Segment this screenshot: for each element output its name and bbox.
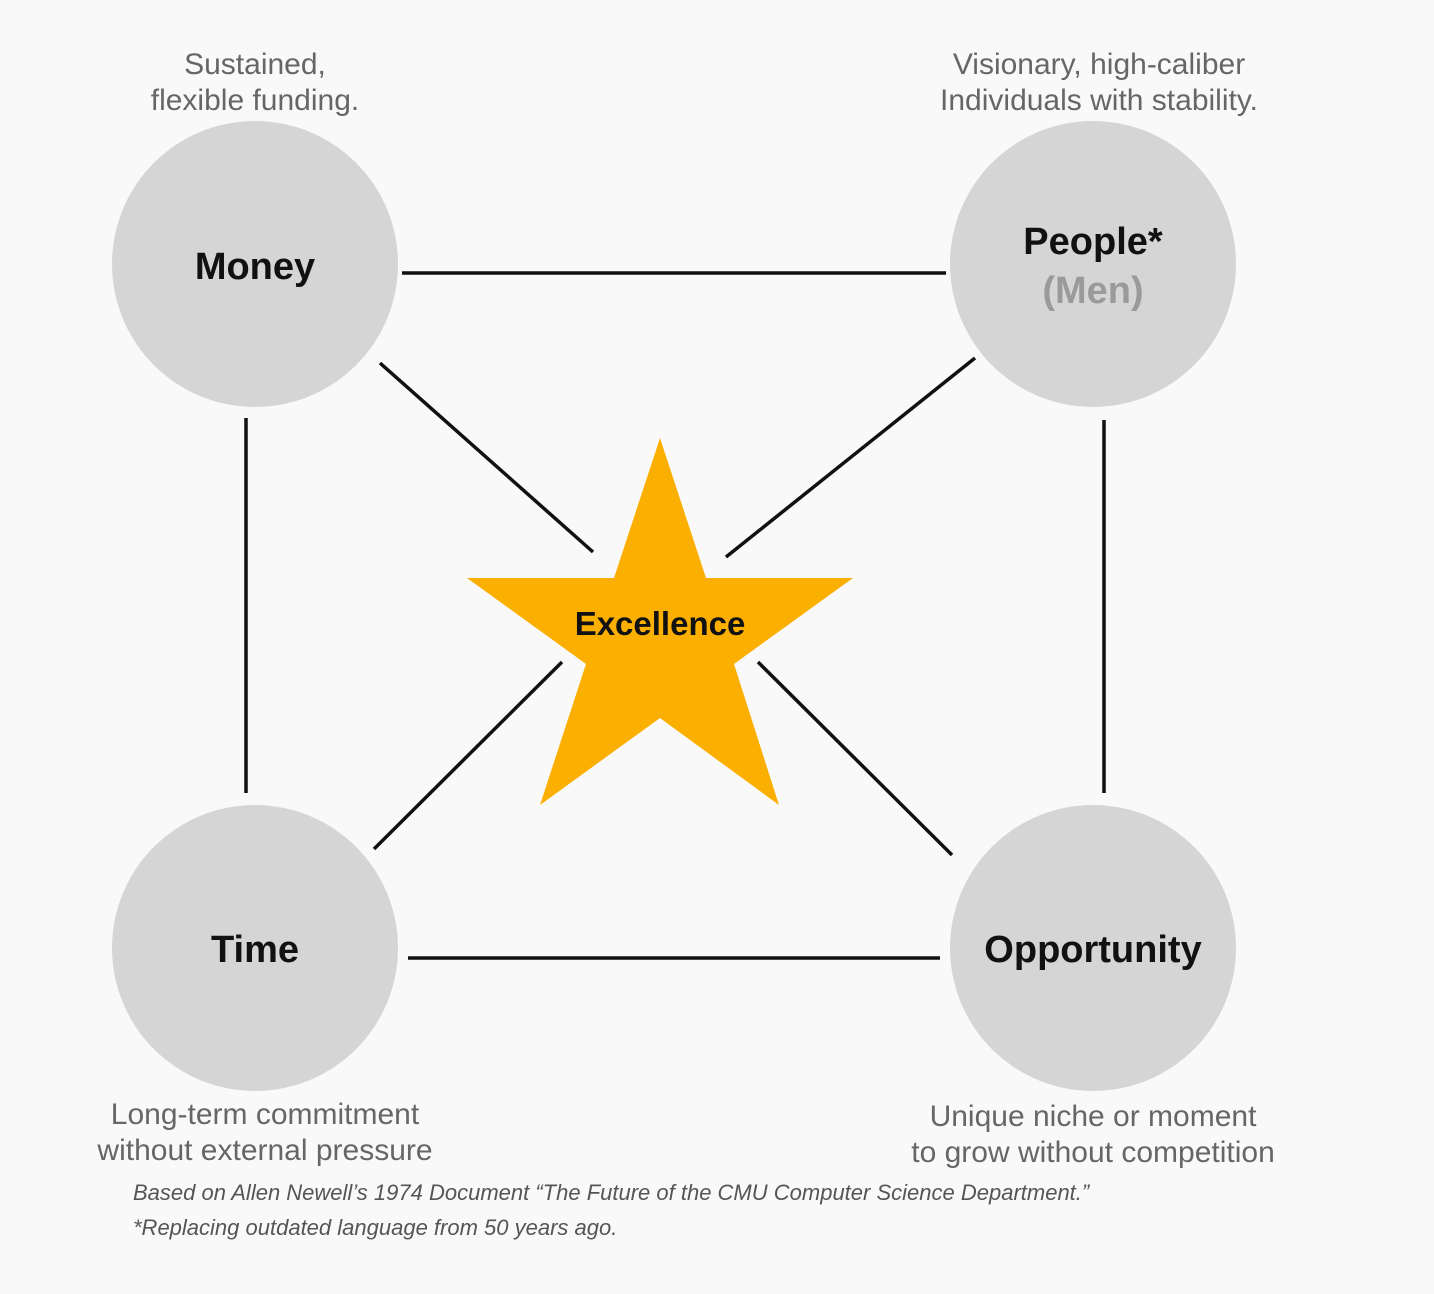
people-description-line-1: Visionary, high-caliber [953, 48, 1245, 81]
money-label: Money [195, 246, 315, 288]
people-label: People* [1023, 221, 1163, 263]
excellence-label: Excellence [575, 605, 746, 642]
source-footnote: Based on Allen Newell’s 1974 Document “T… [133, 1180, 1090, 1205]
connector-money-excellence [378, 361, 595, 554]
connector-opportunity-excellence [756, 660, 954, 857]
time-label: Time [211, 929, 299, 971]
language-footnote: *Replacing outdated language from 50 yea… [133, 1215, 618, 1240]
money-description-line-2: flexible funding. [151, 84, 359, 117]
opportunity-description-line-2: to grow without competition [911, 1136, 1275, 1169]
opportunity-node-circle [950, 805, 1236, 1091]
people-node-circle [950, 121, 1236, 407]
money-description-line-1: Sustained, [184, 48, 326, 81]
opportunity-description-line-1: Unique niche or moment [930, 1100, 1258, 1133]
people-sublabel: (Men) [1042, 270, 1143, 312]
time-description-line-2: without external pressure [96, 1134, 432, 1167]
time-description-line-1: Long-term commitment [111, 1098, 420, 1131]
connector-people-excellence [724, 356, 977, 559]
time-node-circle [112, 805, 398, 1091]
opportunity-label: Opportunity [984, 929, 1201, 971]
connector-time-excellence [372, 660, 564, 851]
people-description-line-2: Individuals with stability. [940, 84, 1258, 117]
excellence-star-icon [467, 438, 853, 805]
money-node-circle [112, 121, 398, 407]
